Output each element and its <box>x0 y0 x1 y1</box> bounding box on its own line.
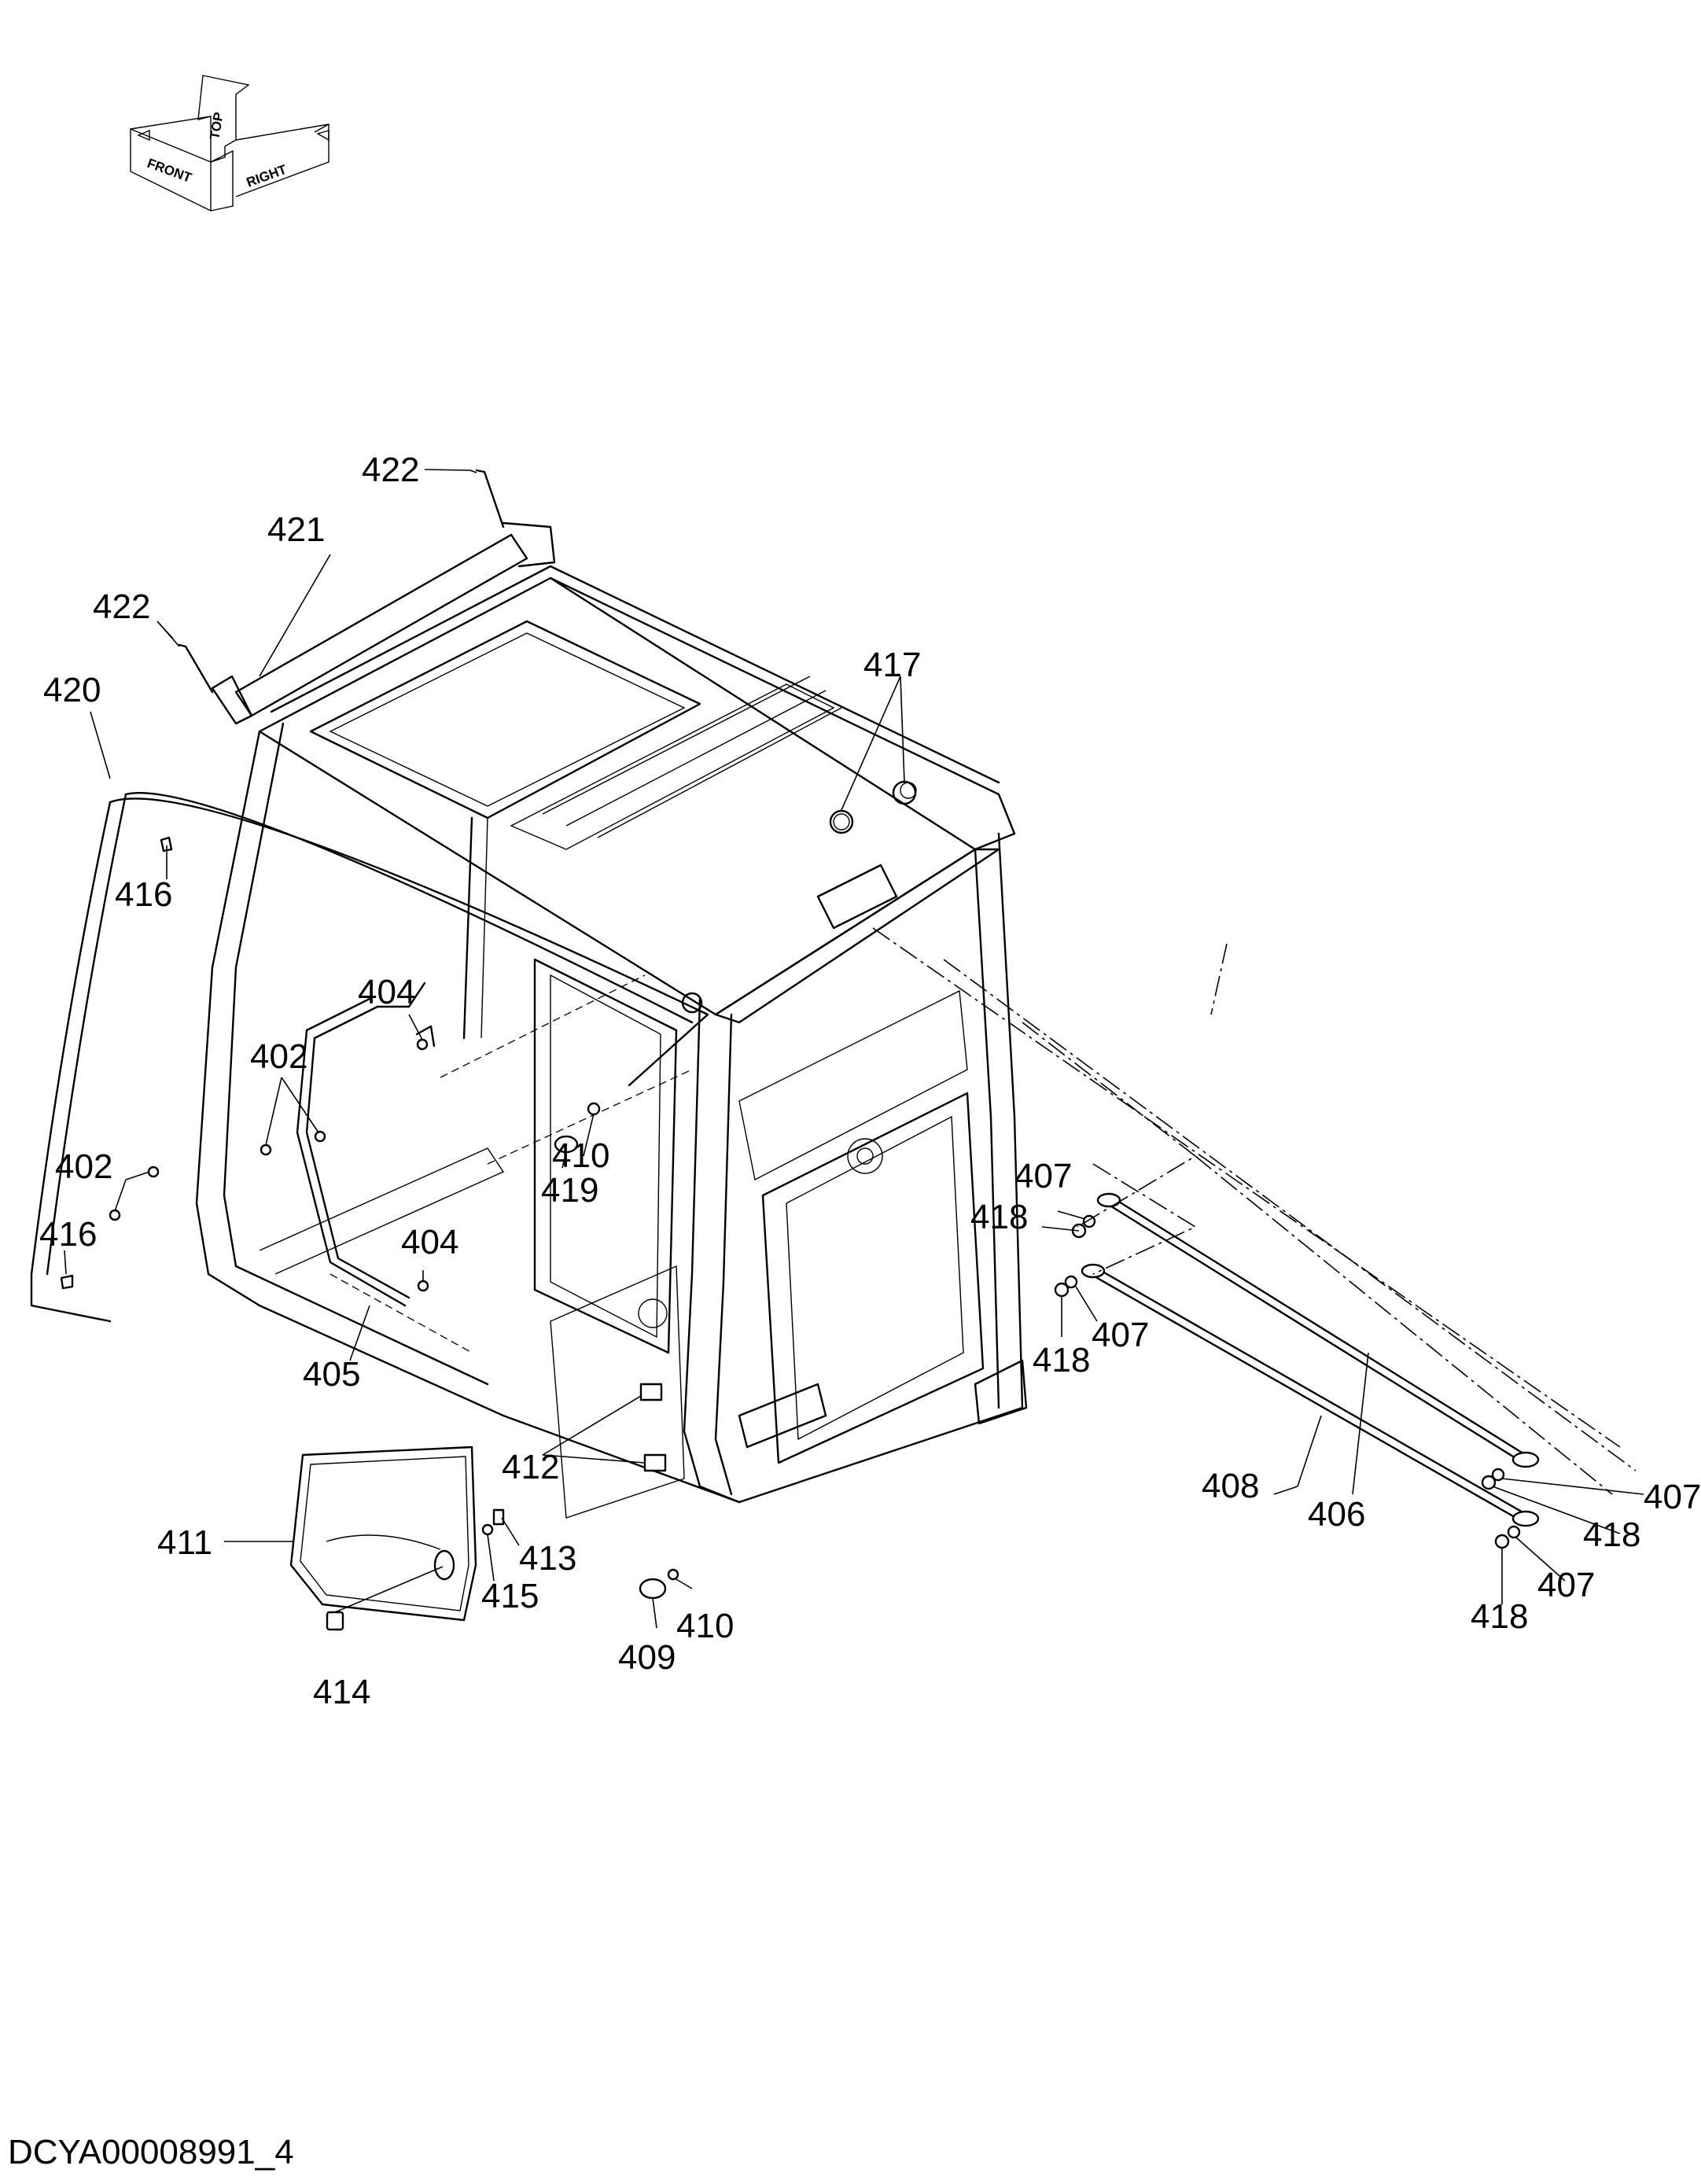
callout-404-lower: 404 <box>401 1223 458 1261</box>
callout-405: 405 <box>303 1355 360 1394</box>
callout-412: 412 <box>502 1448 559 1486</box>
callout-422-lower: 422 <box>93 587 150 626</box>
part-405-handrail <box>305 1005 411 1299</box>
callout-419: 419 <box>541 1171 598 1210</box>
callout-407-right-upper: 407 <box>1644 1478 1701 1516</box>
callout-418-right-lower: 418 <box>1471 1597 1528 1636</box>
parts <box>30 469 1637 1631</box>
part-421-handle-bar <box>234 533 528 717</box>
callout-labels: 422 421 422 420 417 416 404 402 402 410 … <box>39 451 1701 1711</box>
orientation-front-label: FRONT <box>145 156 194 186</box>
part-420-seal <box>30 801 112 1323</box>
callout-404-upper: 404 <box>358 973 415 1011</box>
part-406-rod <box>1107 1194 1527 1457</box>
callout-418-mid: 418 <box>1033 1341 1090 1379</box>
callout-407-right-lower: 407 <box>1537 1566 1595 1604</box>
callout-406: 406 <box>1308 1495 1365 1534</box>
orientation-right-label: RIGHT <box>245 162 289 190</box>
callout-422-upper: 422 <box>362 451 419 489</box>
callout-402-lower: 402 <box>55 1147 112 1186</box>
part-411-cover <box>289 1446 477 1622</box>
callout-402-upper: 402 <box>250 1037 307 1076</box>
part-409-cap <box>639 1578 667 1600</box>
callout-414: 414 <box>313 1673 370 1711</box>
orientation-top-label: TOP <box>207 111 226 140</box>
callout-408: 408 <box>1202 1467 1259 1505</box>
part-408-rod <box>1092 1265 1527 1516</box>
callout-411: 411 <box>157 1523 212 1562</box>
part-422-bolt-lower <box>178 643 214 694</box>
drawing-id: DCYA00008991_4 <box>8 2133 294 2171</box>
callout-415: 415 <box>481 1577 539 1615</box>
part-422-bolt-upper <box>475 469 505 529</box>
leader-lines <box>64 469 1644 1629</box>
callout-413: 413 <box>519 1539 576 1578</box>
callout-417: 417 <box>863 646 921 684</box>
callout-421: 421 <box>267 510 325 549</box>
callout-418-upper: 418 <box>970 1198 1028 1236</box>
cab-frame <box>195 565 1028 1519</box>
part-414-knob <box>326 1611 344 1631</box>
callout-407-mid: 407 <box>1092 1316 1149 1354</box>
callout-416-lower: 416 <box>39 1215 97 1254</box>
callout-407-upper: 407 <box>1014 1157 1072 1195</box>
callout-410-lower: 410 <box>676 1607 734 1645</box>
orientation-symbol: FRONT TOP RIGHT <box>130 75 330 212</box>
callout-418-right-upper: 418 <box>1583 1516 1640 1554</box>
callout-416-upper: 416 <box>115 875 172 914</box>
callout-409: 409 <box>618 1638 676 1677</box>
callout-420: 420 <box>43 671 101 709</box>
callout-410-upper: 410 <box>552 1136 609 1175</box>
